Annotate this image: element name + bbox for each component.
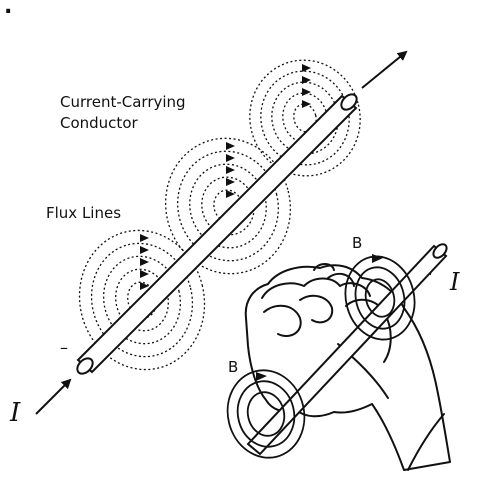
field-ring-group-bottom xyxy=(226,369,306,459)
flux-lines-label: Flux Lines xyxy=(46,204,122,222)
current-arrow-out xyxy=(361,50,408,89)
conductor-label-line-2: Conductor xyxy=(60,114,138,132)
flux-ring-group-1 xyxy=(78,229,206,371)
b-arrow-bottom xyxy=(256,372,267,381)
negative-end-label: – xyxy=(60,338,68,357)
field-ring-group-top xyxy=(344,255,416,341)
hand-palm xyxy=(244,264,451,471)
b-field-arrows xyxy=(256,254,383,381)
hand-wrist-line xyxy=(407,413,445,471)
current-arrow-in xyxy=(35,378,72,415)
hand-knuckle-2 xyxy=(299,294,334,324)
current-label-main: I xyxy=(10,398,21,428)
hand-field-rings xyxy=(226,255,416,459)
b-field-label-top: B xyxy=(352,234,363,252)
right-hand-illustration xyxy=(244,263,451,471)
hand-knuckle-1 xyxy=(263,304,302,337)
b-arrow-top xyxy=(372,254,383,263)
hand-knuckle-4 xyxy=(313,263,335,271)
current-label-hand: I xyxy=(450,268,460,296)
main-conductor xyxy=(76,93,358,375)
hand-knuckle-3 xyxy=(327,272,355,287)
figure-mark: . xyxy=(4,0,13,19)
conductor-label-line-1: Current-Carrying xyxy=(60,93,186,111)
conductor-label: Current-Carrying Conductor xyxy=(60,92,186,134)
flux-direction-arrows xyxy=(140,64,311,290)
b-field-label-bottom: B xyxy=(228,358,239,376)
